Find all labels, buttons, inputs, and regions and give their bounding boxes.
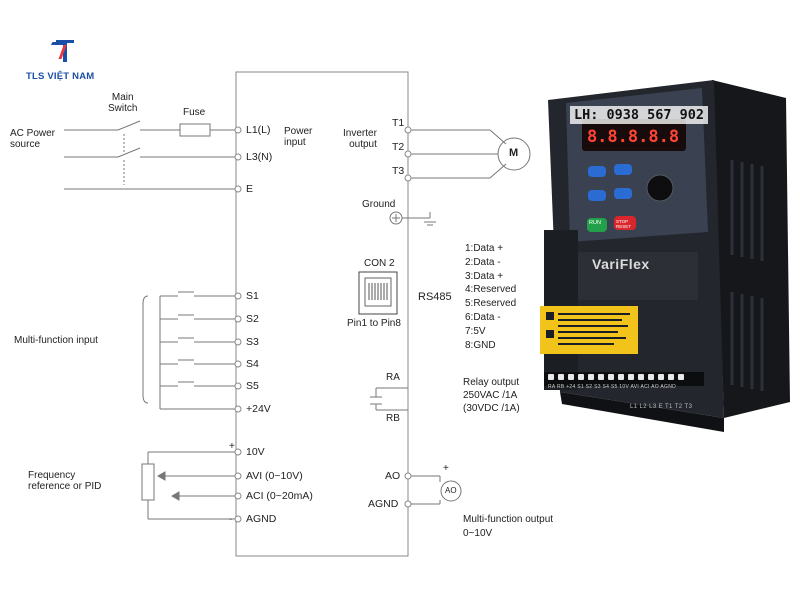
run-key-label: RUN [589,220,601,226]
con2-label: CON 2 [364,258,395,269]
rs485-pin: 2:Data - [465,256,501,268]
ao-meter-symbol [440,480,462,502]
rs485-pin: 8:GND [465,339,496,351]
terminal-S2-label: S2 [246,313,259,325]
terminal-AGND-out-label: AGND [368,498,399,510]
rs485-pin: 6:Data - [465,311,501,323]
device-brand-label: VariFlex [592,256,650,272]
rs485-label: RS485 [418,291,452,303]
main-switch-label: Main Switch [108,92,138,114]
led-display [582,119,686,151]
rs485-pin: 1:Data + [465,243,504,254]
inverter-box [235,71,409,557]
terminal-S3-label: S3 [246,336,259,348]
stop-key [614,216,636,230]
frequency-reference-label: Frequency reference or PID [28,470,102,492]
terminal-AO-label: AO [385,470,401,482]
terminal-ACI [234,492,242,500]
main-switch-blade-1 [117,120,141,131]
terminal-24V-label: +24V [246,403,271,415]
pin-range-label: Pin1 to Pin8 [347,318,401,329]
rs485-pin: 3:Data + [465,270,504,282]
terminal-24V [234,405,242,413]
terminal-S1 [234,292,242,300]
stop-key-label: STOP RESET [616,219,632,229]
terminal-10V-label: 10V [246,446,265,458]
terminal-S4 [234,360,242,368]
terminal-S2 [234,315,242,323]
relay-output-label: Relay output 250VAC /1A (30VDC /1A) [463,377,520,414]
rs485-pin: 5:Reserved [465,298,517,310]
terminal-strip-bottom-label: L1 L2 L3 E T1 T2 T3 [630,404,693,410]
motor-label: M [509,147,519,159]
potentiometer-symbol [141,463,155,501]
rj45-connector [358,271,398,315]
terminal-AGND [234,515,242,523]
plus-sign-10v: + [229,441,235,452]
terminal-S1-label: S1 [246,290,259,302]
terminal-L1-label: L1(L) [246,124,271,136]
terminal-T3 [404,174,412,182]
terminal-L1 [234,126,242,134]
terminal-RA-label: RA [386,372,400,383]
terminal-T3-label: T3 [392,165,405,177]
terminal-AGND-out [404,500,412,508]
terminal-S5-label: S5 [246,380,259,392]
minus-sign-agnd: - [229,514,233,525]
phone-watermark: LH: 0938 567 902 [570,106,709,124]
main-switch-blade-2 [117,147,141,158]
terminal-T2 [404,150,412,158]
plus-sign-ao: + [443,463,449,474]
led-digits: 8.8.8.8.8 [587,127,679,147]
tls-logo-icon [51,40,74,62]
multi-function-input-label: Multi-function input [14,335,98,346]
run-key [587,218,607,232]
logo-text: TLS VIỆT NAM [26,71,95,82]
fuse-symbol [179,123,211,137]
ac-power-label: AC Power source [10,128,56,150]
terminal-S4-label: S4 [246,358,259,370]
multi-function-output-label: Multi-function output 0~10V [463,514,554,539]
terminal-S5 [234,382,242,390]
terminal-S3 [234,338,242,346]
ao-meter-label: AO [445,486,457,495]
terminal-AVI [234,472,242,480]
rs485-pin: 4:Reserved [465,284,517,296]
terminal-L3-label: L3(N) [246,151,273,163]
terminal-RB-label: RB [386,413,400,424]
inverter-output-label: Inverter output [343,128,377,150]
terminal-T1 [404,126,412,134]
terminal-T2-label: T2 [392,141,405,153]
terminal-10V [234,448,242,456]
motor-symbol [497,137,531,171]
device-image: 8.8.8.8.8 [540,80,790,432]
speed-knob [646,174,674,202]
terminal-AO [404,472,412,480]
power-input-label: Power input [284,126,313,148]
ground-label: Ground [362,199,396,210]
terminal-L3 [234,153,242,161]
fuse-label: Fuse [183,107,206,118]
rs485-pin-list: 1:Data + 2:Data - 3:Data + 4:Reserved 5:… [465,242,516,352]
terminal-E [234,185,242,193]
input-brace [142,295,149,404]
terminal-E-label: E [246,183,254,195]
terminal-strip-top-label: RA RB +24 S1 S2 S3 S4 S5 10V AVI ACI AO … [548,384,677,390]
rs485-pin: 7:5V [465,325,486,337]
terminal-AVI-label: AVI (0~10V) [246,470,303,482]
terminal-ACI-label: ACI (0~20mA) [246,490,313,502]
terminal-T1-label: T1 [392,117,405,129]
terminal-AGND-label: AGND [246,513,277,525]
